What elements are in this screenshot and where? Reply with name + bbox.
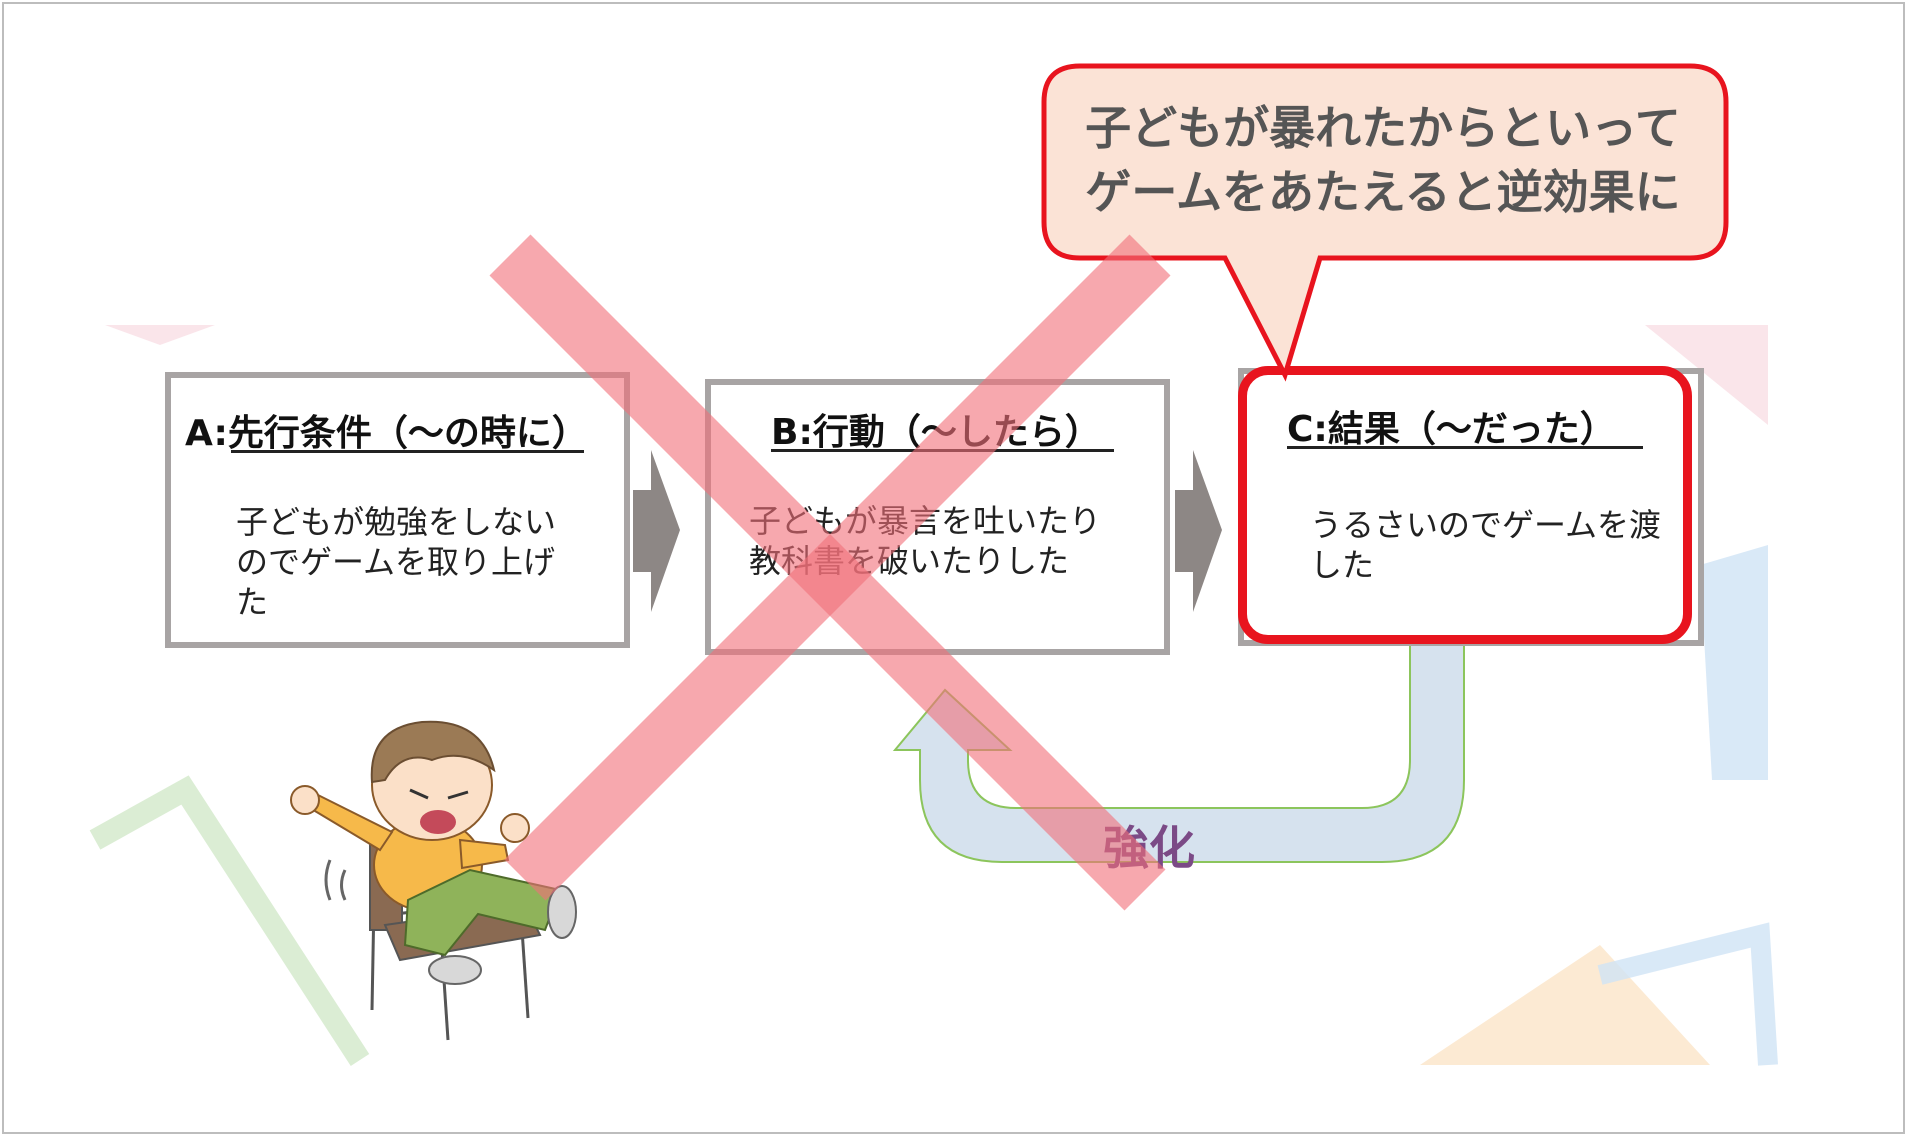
cross-mark-icon: [0, 0, 1909, 1138]
